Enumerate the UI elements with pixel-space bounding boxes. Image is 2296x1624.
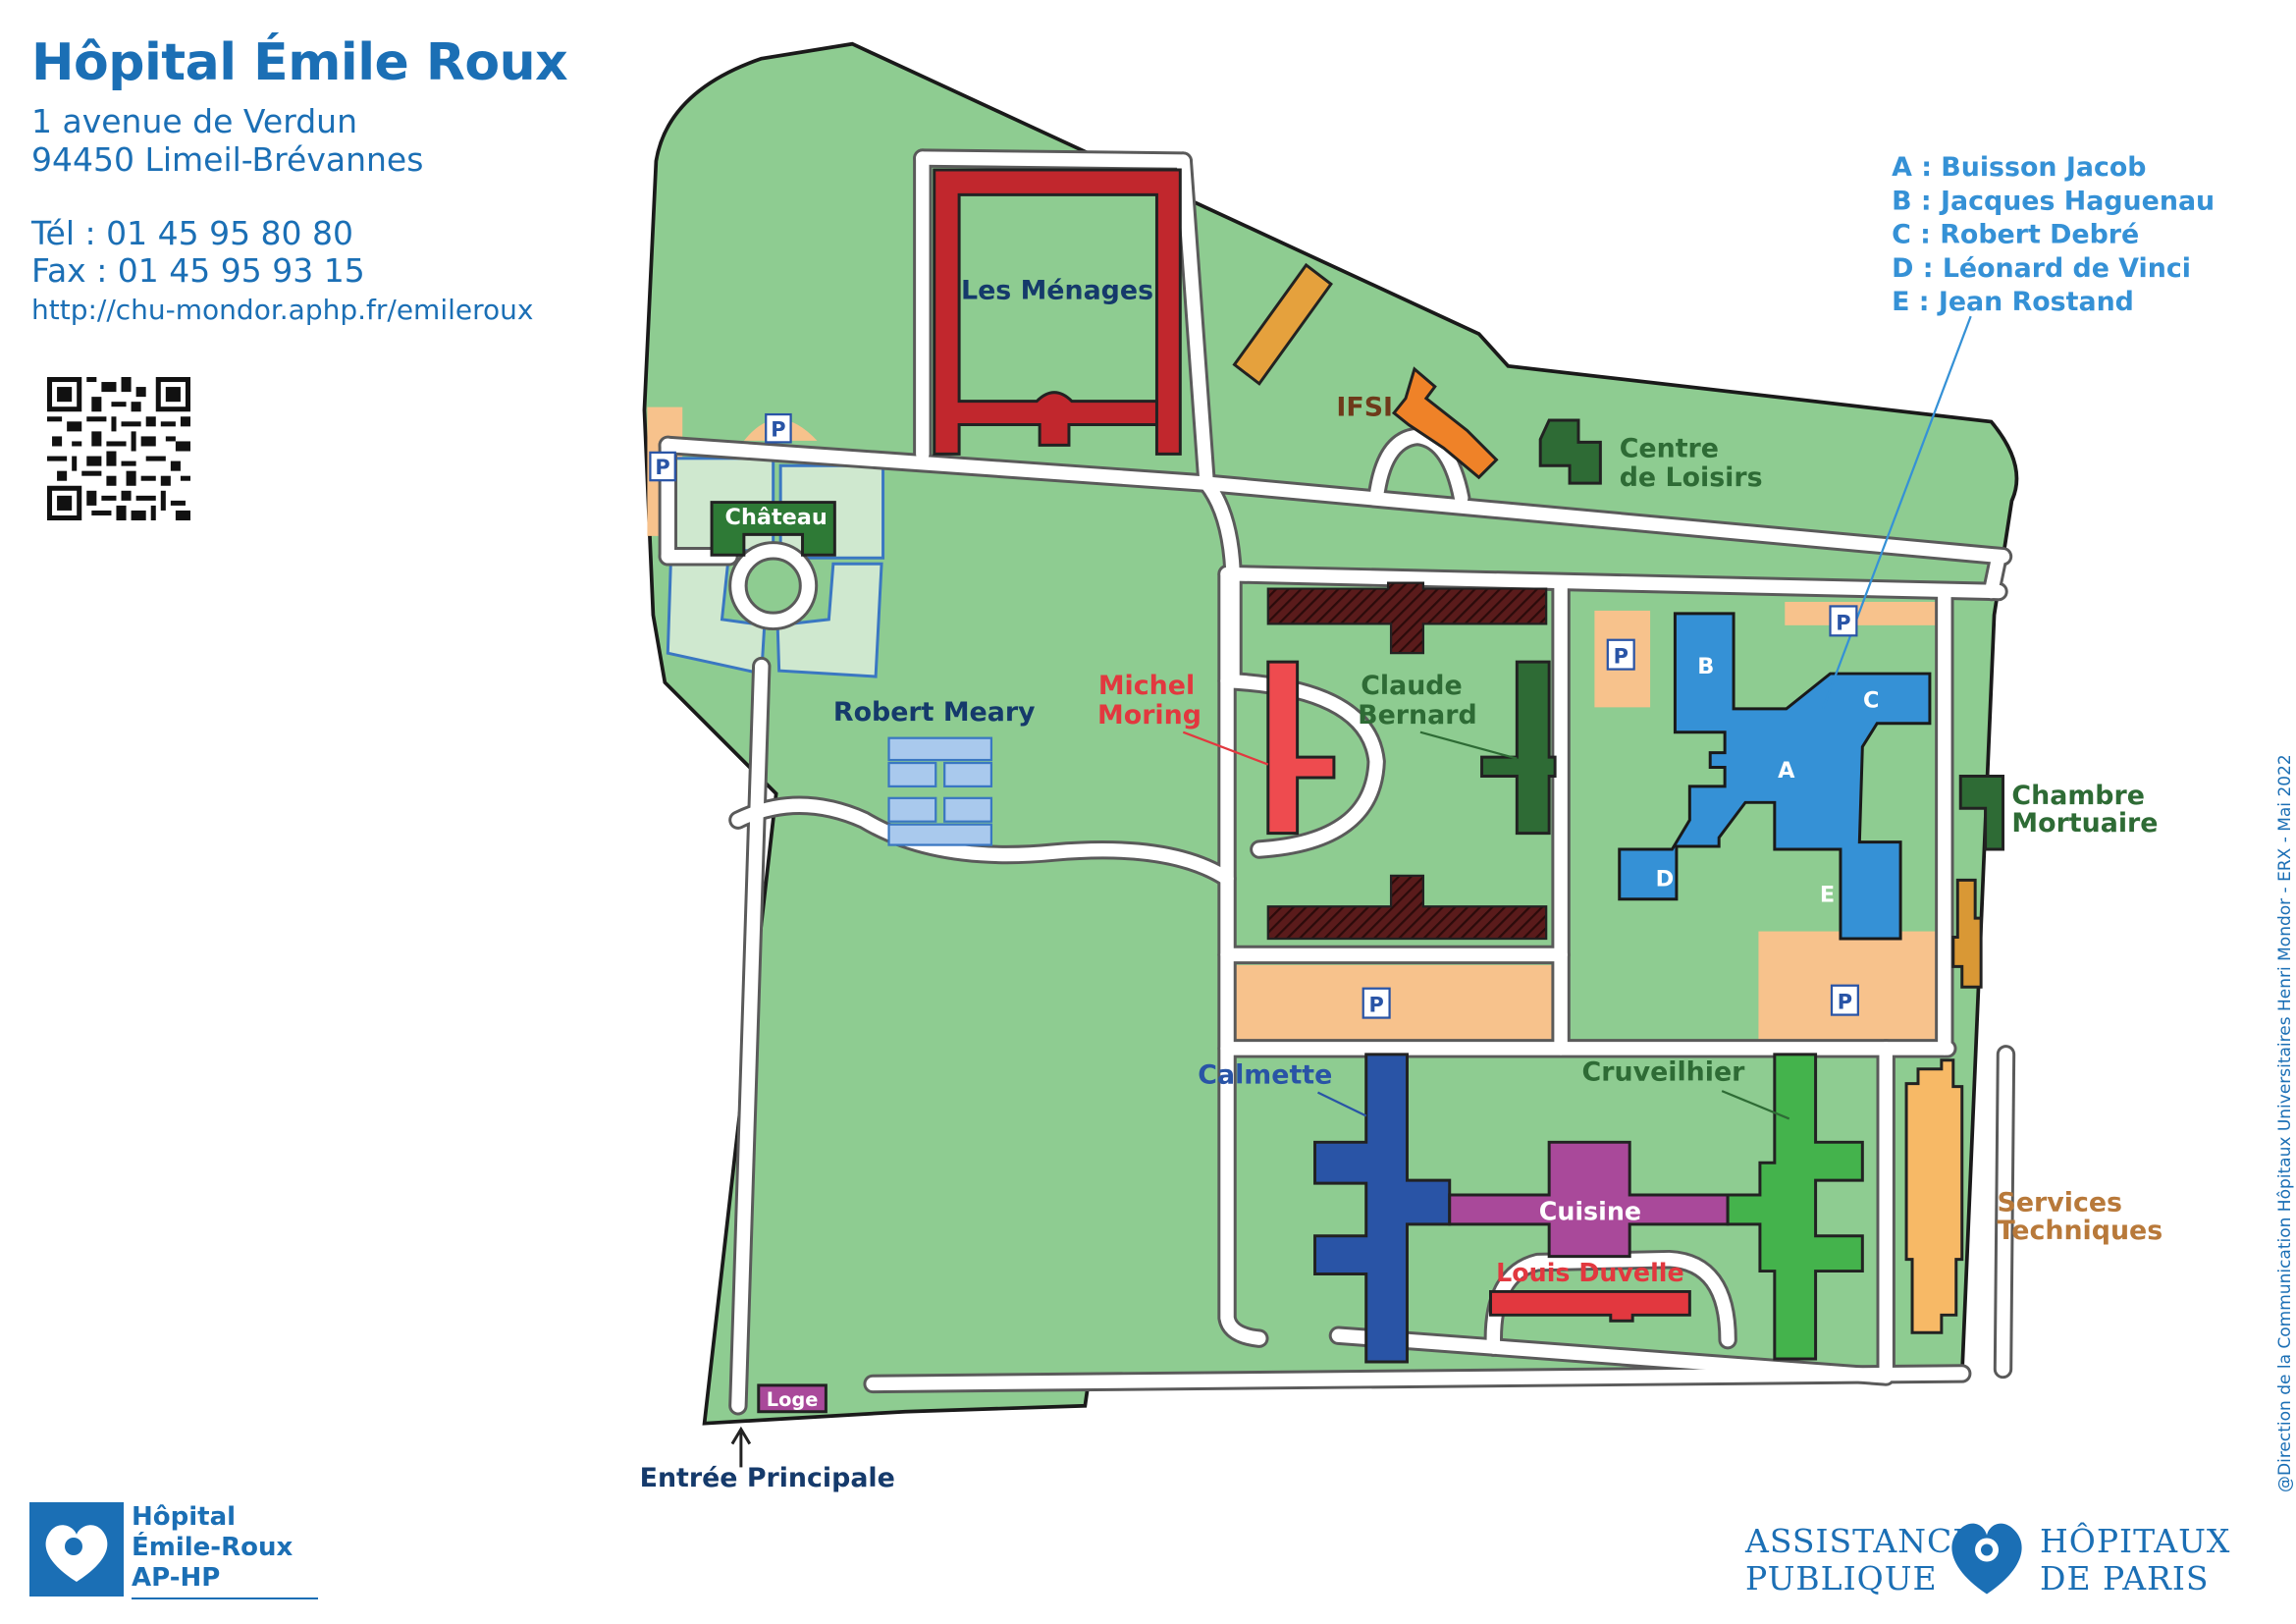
label-block-c: C: [1863, 687, 1879, 713]
logo-line-aphp: AP-HP: [132, 1563, 221, 1593]
aphp-word-de-paris: DE PARIS: [2040, 1559, 2210, 1597]
leader-legend: [1822, 315, 1972, 710]
legend-item-d: D : Léonard de Vinci: [1892, 253, 2191, 284]
label-loge: Loge: [767, 1388, 819, 1411]
label-block-d: D: [1656, 866, 1675, 892]
label-services-techniques-line1: Services: [1998, 1187, 2122, 1218]
building-small-tan: [1951, 878, 1983, 989]
leader-michel-moring: [1182, 731, 1269, 766]
label-michel-moring-line2: Moring: [1097, 700, 1201, 731]
road-network: [658, 148, 2016, 1416]
address-street: 1 avenue de Verdun: [31, 102, 357, 140]
parking-icon: P: [765, 412, 792, 444]
svg-text:P: P: [771, 417, 785, 441]
aphp-logo: ASSISTANCE PUBLIQUE HÔPITAUX DE PARIS: [1745, 1492, 2229, 1600]
building-louis-duvelle: [1489, 1289, 1691, 1323]
website-link[interactable]: http://chu-mondor.aphp.fr/emileroux: [31, 294, 534, 326]
building-les-menages: [933, 168, 1182, 456]
parking-icon: P: [1829, 605, 1858, 637]
building-calmette: [1313, 1053, 1452, 1364]
label-block-e: E: [1820, 883, 1835, 908]
aphp-word-assistance: ASSISTANCE: [1745, 1522, 1978, 1560]
label-cuisine: Cuisine: [1539, 1196, 1641, 1225]
label-centre-loisirs-line2: de Loisirs: [1620, 462, 1763, 493]
parking-icon: P: [649, 451, 676, 482]
legend-item-c: C : Robert Debré: [1892, 220, 2139, 250]
label-chateau: Château: [725, 505, 828, 530]
label-ifsi: IFSI: [1336, 393, 1393, 423]
credit-line: @Direction de la Communication Hôpitaux …: [2275, 754, 2295, 1492]
label-claude-bernard-line1: Claude: [1361, 671, 1463, 701]
parking-markers: P P P P P P: [649, 412, 1859, 1019]
label-claude-bernard-line2: Bernard: [1358, 700, 1477, 731]
building-robert-meary: [887, 736, 993, 846]
label-chambre-mortuaire-line2: Mortuaire: [2011, 808, 2158, 839]
site-grounds: [642, 41, 2019, 1426]
aphp-word-hopitaux: HÔPITAUX: [2040, 1522, 2231, 1560]
svg-text:P: P: [1614, 645, 1629, 669]
entrance-arrow-icon: [730, 1426, 752, 1468]
leader-cruveilhier: [1721, 1090, 1790, 1120]
logo-line-emile-roux: Émile-Roux: [132, 1533, 294, 1562]
label-chambre-mortuaire-line1: Chambre: [2011, 781, 2144, 811]
building-blue-complex: [1618, 612, 1932, 941]
label-block-b: B: [1697, 654, 1714, 679]
building-centre-loisirs: [1538, 418, 1602, 485]
parking-icon: P: [1606, 638, 1635, 671]
legend-item-a: A : Buisson Jacob: [1892, 152, 2146, 183]
parking-icon: P: [1362, 987, 1391, 1019]
hospital-title: Hôpital Émile Roux: [31, 33, 568, 92]
label-michel-moring-line1: Michel: [1098, 671, 1195, 701]
label-louis-duvelle: Louis Duvelle: [1496, 1258, 1684, 1287]
parking-lot-central: [1227, 964, 1562, 1042]
label-entree-principale: Entrée Principale: [640, 1463, 895, 1493]
legend-item-b: B : Jacques Haguenau: [1892, 186, 2215, 216]
label-robert-meary: Robert Meary: [833, 697, 1036, 728]
building-loge: [757, 1383, 828, 1414]
qr-code-icon: [47, 377, 190, 520]
building-orange-bar: [1232, 262, 1333, 386]
building-services-techniques: [1904, 1058, 1964, 1334]
building-claude-bernard: [1480, 660, 1557, 836]
aphp-word-publique: PUBLIQUE: [1745, 1559, 1938, 1597]
label-calmette: Calmette: [1198, 1060, 1332, 1091]
parking-lot-top: [1785, 601, 1944, 625]
label-les-menages: Les Ménages: [961, 275, 1153, 305]
legend: A : Buisson Jacob B : Jacques Haguenau C…: [1892, 152, 2215, 317]
building-hatched-north: [1266, 581, 1548, 655]
svg-text:P: P: [655, 456, 669, 479]
heart-logo-icon: [29, 1502, 124, 1597]
address-city: 94450 Limeil-Brévannes: [31, 140, 424, 179]
building-chambre-mortuaire: [1958, 774, 2004, 851]
leader-calmette: [1317, 1091, 1367, 1117]
logo-line-hopital: Hôpital: [132, 1502, 237, 1532]
aphp-heart-icon: [1951, 1523, 2022, 1595]
svg-text:P: P: [1838, 991, 1852, 1014]
label-services-techniques-line2: Techniques: [1998, 1216, 2163, 1246]
building-chateau: [710, 501, 836, 557]
phone-number: Tél : 01 45 95 80 80: [31, 214, 354, 252]
building-hatched-south: [1266, 874, 1548, 941]
hospital-logo: Hôpital Émile-Roux AP-HP: [29, 1502, 318, 1600]
label-cruveilhier: Cruveilhier: [1582, 1057, 1746, 1088]
parking-icon: P: [1830, 984, 1859, 1016]
label-centre-loisirs-line1: Centre: [1620, 433, 1719, 463]
leader-claude-bernard: [1419, 731, 1518, 760]
fax-number: Fax : 01 45 95 93 15: [31, 251, 365, 290]
svg-text:P: P: [1369, 994, 1384, 1017]
label-block-a: A: [1778, 758, 1795, 784]
building-cruveilhier: [1726, 1053, 1864, 1361]
legend-item-e: E : Jean Rostand: [1892, 287, 2134, 317]
building-ifsi: [1391, 366, 1499, 480]
svg-text:P: P: [1836, 611, 1850, 634]
building-michel-moring: [1266, 660, 1336, 836]
